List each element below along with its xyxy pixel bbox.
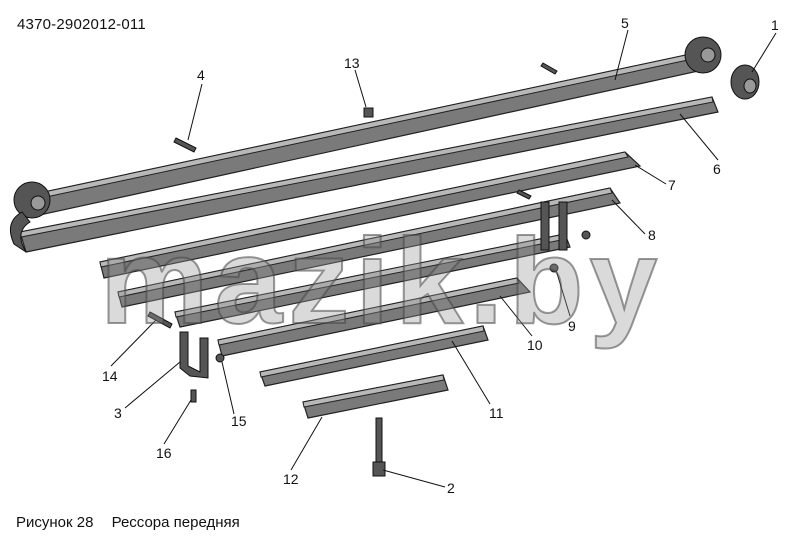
leaf-10	[217, 277, 532, 357]
leaf-5-main	[13, 36, 722, 219]
callout-5: 5	[621, 15, 629, 31]
leaf-6	[9, 96, 719, 253]
callout-8: 8	[648, 227, 656, 243]
bolt-14	[147, 311, 173, 329]
callout-11: 11	[489, 405, 504, 421]
figure-title: Рессора передняя	[111, 514, 240, 531]
callout-7: 7	[668, 177, 676, 193]
leaf-11	[259, 325, 489, 387]
callout-3: 3	[114, 405, 122, 421]
callout-15: 15	[231, 413, 247, 429]
clamp-9	[516, 189, 591, 273]
bushing-1	[730, 64, 760, 100]
leaf-7	[99, 151, 642, 279]
leader-lines	[110, 29, 777, 488]
callout-16: 16	[156, 445, 172, 461]
figure-caption: Рисунок 28 Рессора передняя	[16, 514, 240, 531]
leaf-8	[117, 187, 621, 308]
callout-9: 9	[568, 318, 576, 334]
center-bolt-2	[372, 417, 386, 477]
rivet-top-right	[540, 62, 558, 75]
nut-13	[363, 107, 374, 118]
callout-2: 2	[447, 480, 455, 496]
callout-4: 4	[197, 67, 205, 83]
pin-4	[173, 137, 197, 153]
callout-10: 10	[527, 337, 543, 353]
leaf-9	[174, 233, 571, 328]
document-code: 4370-2902012-011	[17, 16, 146, 33]
watermark: mazik.by	[99, 213, 664, 349]
callout-numbers: 1 2 3 4 5 6 7 8 9 10 11 12 13 14 15 16	[102, 15, 779, 496]
callout-12: 12	[283, 471, 299, 487]
callout-13: 13	[344, 55, 360, 71]
clamp-3	[179, 331, 209, 379]
callout-1: 1	[771, 17, 779, 33]
callout-14: 14	[102, 368, 118, 384]
callout-6: 6	[713, 161, 721, 177]
rivet-16	[190, 389, 197, 403]
figure-number: Рисунок 28	[16, 514, 94, 531]
leaf-12	[302, 374, 449, 419]
nut-15	[215, 353, 225, 363]
